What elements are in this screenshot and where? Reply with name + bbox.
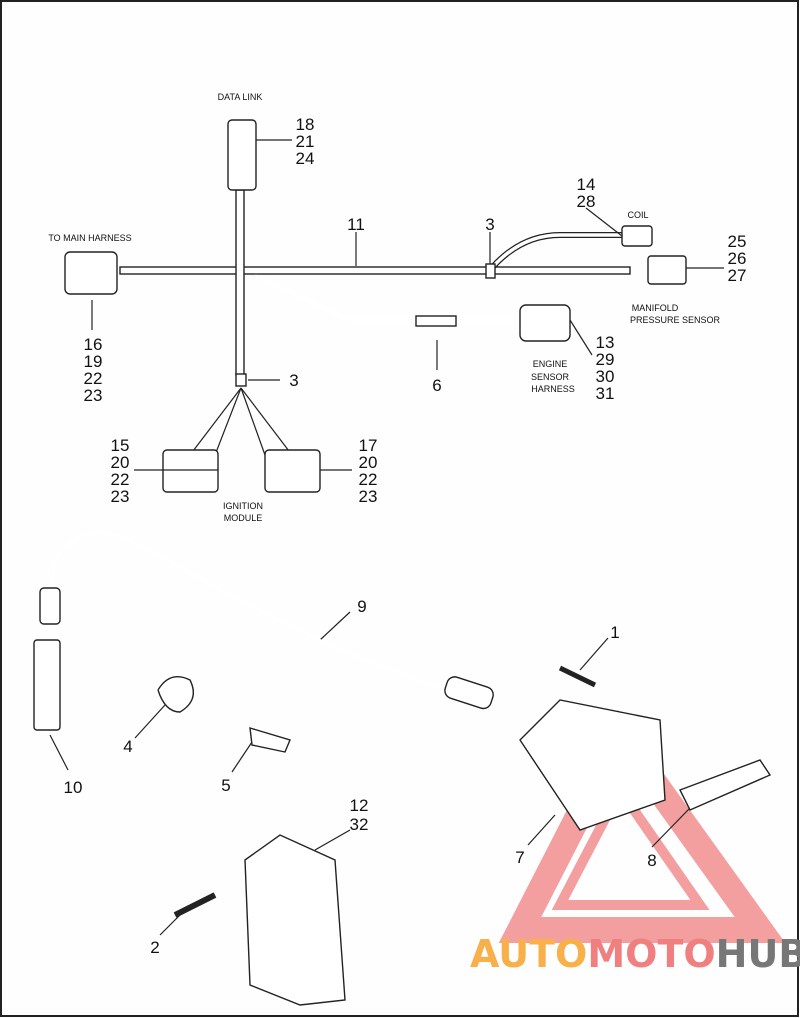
caption-ignition: IGNITION [223, 501, 263, 511]
callout: 26 [728, 249, 747, 268]
callout: 3 [485, 215, 494, 234]
clip-6 [415, 315, 457, 327]
leader-lines [49, 139, 724, 936]
wire-boot [444, 676, 494, 710]
clip-5 [249, 727, 291, 753]
callout: 5 [221, 776, 230, 795]
watermark-text: AUTOMOTOHUB [470, 932, 800, 976]
callout: 28 [577, 192, 596, 211]
callout: 3 [289, 371, 298, 390]
callout: 12 [350, 796, 369, 815]
caption-manifold: PRESSURE SENSOR [630, 315, 721, 325]
callout: 24 [296, 149, 315, 168]
caption-coil: COIL [627, 210, 648, 220]
clip-3-top [485, 263, 496, 279]
callout: 23 [111, 487, 130, 506]
coil-connector [621, 225, 653, 247]
callout: 16 [84, 335, 103, 354]
callout: 8 [647, 851, 656, 870]
ignition-connector-right [264, 449, 321, 493]
caption-ignition: MODULE [224, 513, 263, 523]
callout: 1 [610, 623, 619, 642]
callout: 19 [84, 352, 103, 371]
engine-sensor-connector [519, 304, 571, 342]
watermark-logo [498, 710, 786, 943]
callout: 23 [359, 487, 378, 506]
callout: 11 [347, 215, 365, 234]
callout: 15 [111, 436, 130, 455]
screw-2 [173, 892, 217, 918]
callout: 29 [596, 350, 615, 369]
callout: 18 [296, 115, 315, 134]
callouts: 18 21 24 16 19 22 23 11 3 14 28 25 26 27… [64, 115, 747, 957]
callout: 20 [111, 453, 130, 472]
caption-engine-sensor: ENGINE [533, 359, 568, 369]
ignition-module [244, 834, 346, 1006]
ignition-coil [519, 699, 666, 831]
callout: 13 [596, 333, 615, 352]
callout: 22 [111, 470, 130, 489]
data-link-connector [227, 119, 257, 191]
caption-engine-sensor: SENSOR [531, 372, 570, 382]
callout: 4 [123, 737, 132, 756]
callout: 14 [577, 175, 596, 194]
screw-1 [558, 665, 597, 688]
callout: 10 [64, 778, 83, 797]
caption-data-link: DATA LINK [218, 92, 263, 102]
caption-main-harness: TO MAIN HARNESS [48, 233, 131, 243]
callout: 23 [84, 386, 103, 405]
bracket [679, 759, 772, 811]
callout: 17 [359, 436, 378, 455]
callout: 27 [728, 266, 747, 285]
main-harness-connector [64, 251, 118, 295]
callout: 32 [350, 815, 369, 834]
ignition-connector-left [162, 449, 219, 493]
callout: 7 [515, 848, 524, 867]
callout: 30 [596, 367, 615, 386]
spark-plug-wire [49, 532, 451, 691]
callout: 6 [432, 376, 441, 395]
caption-manifold: MANIFOLD [632, 303, 679, 313]
caption-engine-sensor: HARNESS [531, 384, 575, 394]
callout: 20 [359, 453, 378, 472]
callout: 21 [296, 132, 315, 151]
wiring-harness [119, 189, 631, 456]
callout: 22 [84, 369, 103, 388]
manifold-sensor-connector [647, 255, 687, 285]
clip-4 [157, 676, 194, 713]
spark-plug [33, 639, 61, 731]
callout: 2 [150, 938, 159, 957]
callout: 25 [728, 232, 747, 251]
callout: 31 [596, 384, 615, 403]
callout: 22 [359, 470, 378, 489]
plug-boot [39, 587, 61, 625]
callout: 9 [357, 597, 366, 616]
